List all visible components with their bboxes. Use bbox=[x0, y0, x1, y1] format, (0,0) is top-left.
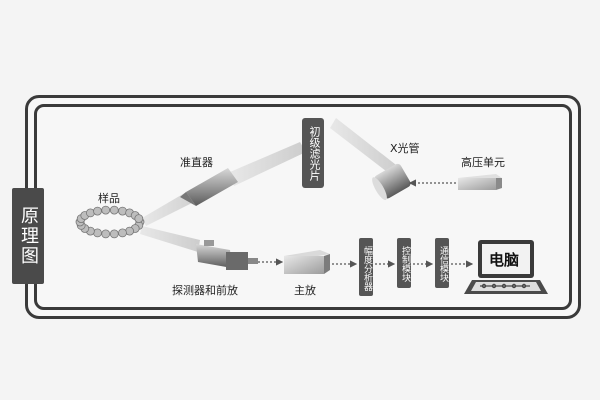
control-module-box bbox=[397, 238, 411, 288]
hv-unit-shape bbox=[458, 174, 502, 190]
sample-bead bbox=[118, 206, 127, 216]
hv-unit-label: 高压单元 bbox=[461, 156, 505, 169]
amplitude-analyzer-label: 幅度分析器 bbox=[362, 245, 372, 291]
beam-sample-to-detector bbox=[140, 226, 200, 252]
sample-bead bbox=[101, 229, 111, 239]
amplitude-analyzer-box bbox=[359, 238, 373, 296]
side-title: 原理图 bbox=[18, 206, 39, 266]
sample-bead bbox=[93, 206, 102, 216]
detector-shape bbox=[196, 240, 258, 270]
beam-tube-to-filter bbox=[330, 118, 400, 178]
sample-bead bbox=[134, 214, 144, 224]
filter-label: 初级滤光片 bbox=[308, 125, 321, 181]
control-module-label: 控制模块 bbox=[400, 246, 410, 282]
xray-tube-shape bbox=[372, 163, 411, 201]
collimator-label: 准直器 bbox=[180, 156, 213, 169]
xray-tube-label: X光管 bbox=[390, 142, 420, 155]
sample-bead bbox=[118, 228, 127, 238]
sample-bead bbox=[109, 205, 119, 215]
sample-label: 样品 bbox=[98, 192, 120, 205]
computer-shape bbox=[464, 240, 548, 294]
comm-module-box bbox=[435, 238, 449, 288]
collimator-shape bbox=[180, 168, 238, 206]
sample-bead bbox=[86, 208, 95, 218]
main-amp-shape bbox=[284, 250, 330, 274]
beam-filter-to-collimator bbox=[230, 142, 306, 186]
main-amp-label: 主放 bbox=[294, 284, 316, 297]
side-title-tab: 原理图 bbox=[12, 188, 44, 284]
sample-shape bbox=[75, 205, 145, 239]
sample-bead bbox=[125, 226, 135, 236]
sample-bead bbox=[101, 205, 111, 215]
sample-bead bbox=[93, 228, 102, 238]
comm-module-label: 通信模块 bbox=[438, 246, 448, 282]
computer-label: 电脑 bbox=[489, 251, 520, 269]
sample-bead bbox=[109, 229, 119, 239]
detector-label: 探测器和前放 bbox=[172, 284, 238, 297]
filter-box bbox=[302, 118, 324, 188]
